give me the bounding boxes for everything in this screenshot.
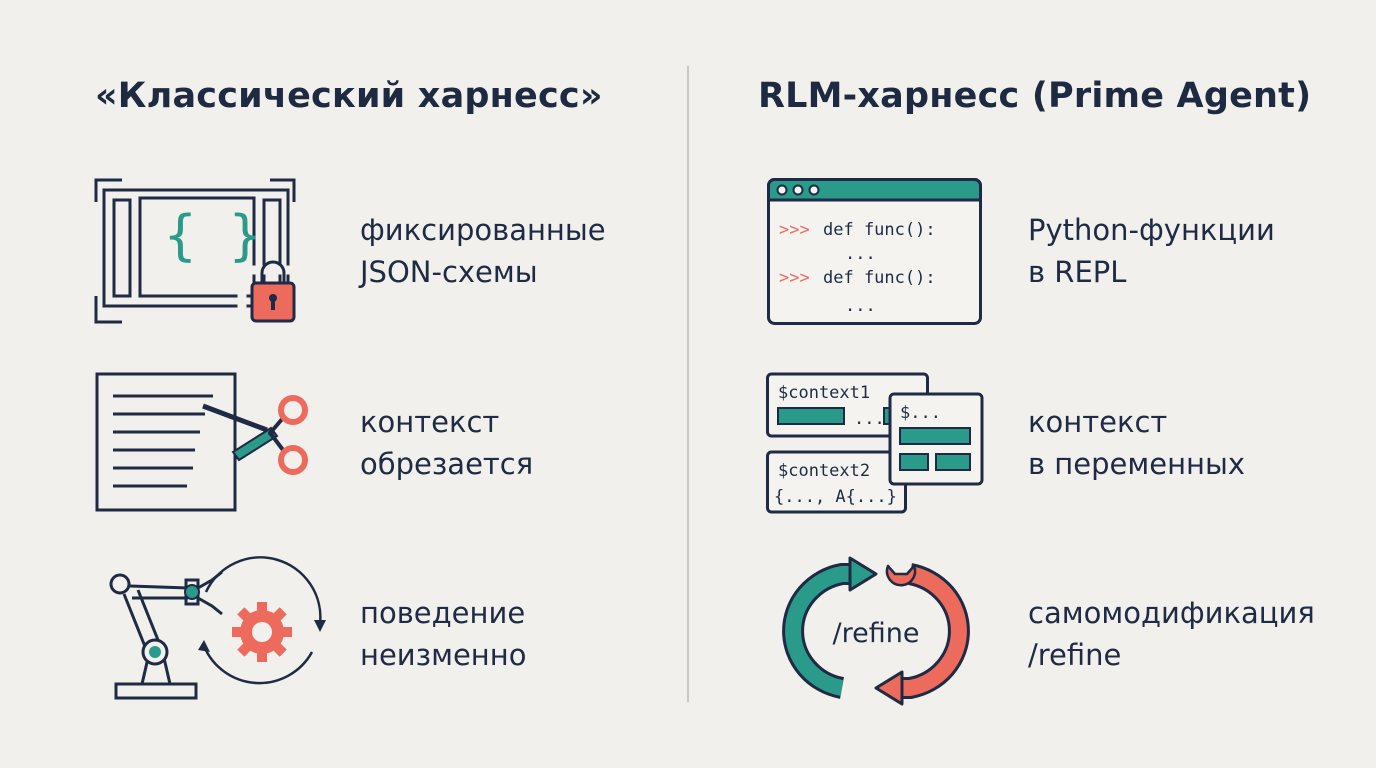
repl-ellipsis-2: ... [845, 296, 876, 316]
json-braces: { } [164, 204, 262, 267]
right-column-title: RLM-харнесс (Prime Agent) [758, 76, 1312, 116]
left-column-title: «Классический харнесс» [95, 76, 603, 116]
refine-cycle-icon: /refine [782, 556, 970, 706]
repl-prompt-2: >>> [779, 268, 810, 288]
repl-prompt-1: >>> [779, 220, 810, 240]
context-card-2-label: $context2 [778, 461, 870, 481]
context-card-1-dots: ... [854, 409, 885, 429]
right-row-1-text: Python-функции в REPL [1028, 209, 1275, 293]
repl-line-2: def func(): [823, 268, 936, 288]
left-row-1-line-1: фиксированные [360, 213, 606, 247]
left-row-3-text: поведение неизменно [360, 592, 526, 676]
right-row-2-line-1: контекст [1028, 405, 1168, 439]
left-row-3-line-2: неизменно [360, 638, 527, 672]
context-card-3-label: $... [900, 403, 941, 423]
left-row-1-line-2: JSON-схемы [360, 255, 538, 289]
left-row-2-line-1: контекст [360, 405, 500, 439]
robot-arm-gear-icon [109, 556, 326, 700]
cut-document-icon [95, 372, 308, 512]
context-card-1-label: $context1 [778, 383, 870, 403]
refine-center-label: /refine [833, 618, 920, 649]
locked-json-braces-icon [94, 178, 303, 331]
right-row-1-line-2: в REPL [1028, 255, 1127, 289]
right-row-2-line-2: в переменных [1028, 447, 1246, 481]
repl-ellipsis-1: ... [845, 244, 876, 264]
left-row-2-line-2: обрезается [360, 447, 534, 481]
right-row-1-line-1: Python-функции [1028, 213, 1275, 247]
left-row-3-line-1: поведение [360, 596, 526, 630]
context-variables-icon: $context1 ... $context2 {..., A{...} $..… [766, 372, 984, 514]
repl-line-1: def func(): [823, 220, 936, 240]
left-row-2-text: контекст обрезается [360, 401, 533, 485]
column-divider [687, 66, 689, 702]
repl-window-icon: >>> def func(): ... >>> def func(): ... [767, 178, 982, 325]
right-row-3-text: самомодификация /refine [1028, 592, 1315, 676]
left-row-1-text: фиксированные JSON-схемы [360, 209, 606, 293]
context-card-2-value: {..., A{...} [774, 487, 897, 507]
right-row-2-text: контекст в переменных [1028, 401, 1245, 485]
right-row-3-line-1: самомодификация [1028, 596, 1315, 630]
right-row-3-line-2: /refine [1028, 638, 1122, 672]
